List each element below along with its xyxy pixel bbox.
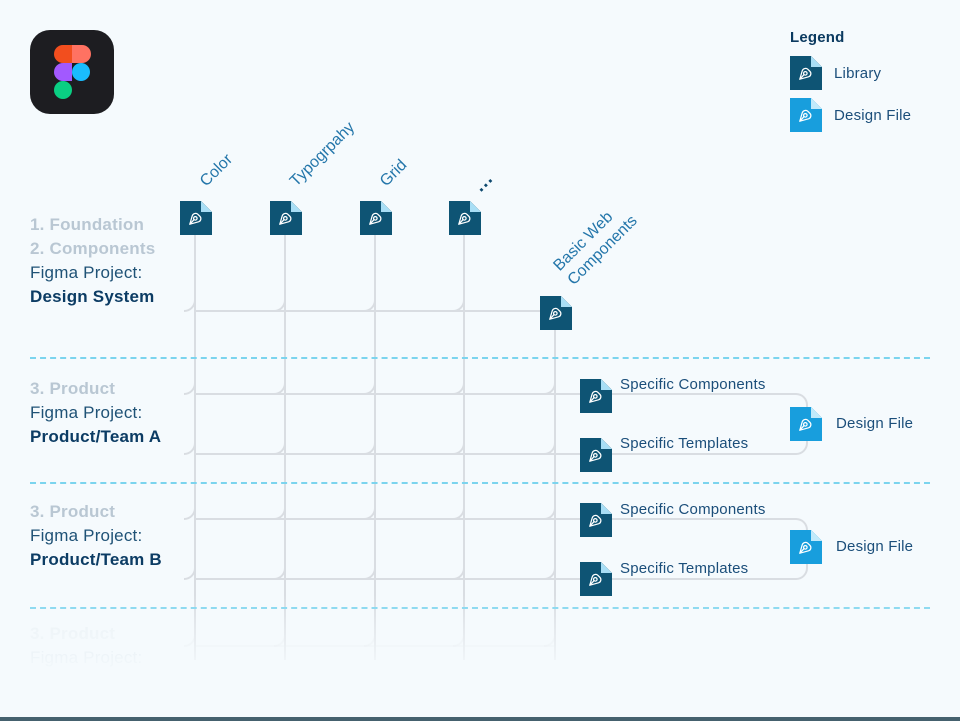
legend-title: Legend	[790, 29, 845, 46]
basic-web-components-label: Basic Web Components	[550, 198, 642, 290]
pen-nib-icon	[796, 105, 816, 125]
legend-library-label: Library	[834, 65, 882, 82]
bottom-fade-overlay	[0, 595, 960, 721]
team-a-specific-templates-label: Specific Templates	[620, 435, 749, 452]
legend-design-file-icon	[790, 98, 822, 132]
section-divider-3	[30, 607, 930, 609]
project-name-team-b: Product/Team B	[30, 550, 162, 569]
project-label-team-a: Figma Project:	[30, 403, 143, 422]
pen-nib-icon	[796, 63, 816, 83]
team-b-specific-components-label: Specific Components	[620, 501, 766, 518]
team-b-design-file-label: Design File	[836, 538, 914, 555]
library-icon-color	[180, 201, 212, 235]
pen-nib-icon	[586, 569, 606, 589]
figma-logo-icon	[30, 30, 114, 114]
team-b-specific-templates-label: Specific Templates	[620, 560, 749, 577]
connector-vline-basic-web	[554, 329, 556, 660]
pen-nib-icon	[796, 537, 816, 557]
team-a-specific-components-label: Specific Components	[620, 376, 766, 393]
project-label-design-system: Figma Project:	[30, 263, 143, 282]
section-design-system: 1. Foundation 2. Components Figma Projec…	[30, 213, 155, 309]
column-label-typography: Typogrpahy	[286, 118, 359, 190]
section-divider-1	[30, 357, 930, 359]
team-a-design-file-icon	[790, 407, 822, 441]
team-a-specific-components-icon	[580, 379, 612, 413]
team-b-specific-components-icon	[580, 503, 612, 537]
project-label-team-b: Figma Project:	[30, 526, 143, 545]
pen-nib-icon	[586, 510, 606, 530]
section-divider-2	[30, 482, 930, 484]
figma-logo-marks	[53, 44, 91, 100]
pen-nib-icon	[586, 445, 606, 465]
pen-nib-icon	[366, 208, 386, 228]
column-label-more: ...	[469, 167, 498, 197]
connector-hline-faded	[194, 645, 556, 647]
pen-nib-icon	[186, 208, 206, 228]
step-foundation: 1. Foundation	[30, 215, 145, 234]
section-faded: 3. Product Figma Project:	[30, 622, 142, 670]
team-a-design-file-label: Design File	[836, 415, 914, 432]
pen-nib-icon	[276, 208, 296, 228]
team-b-specific-templates-icon	[580, 562, 612, 596]
project-name-design-system: Design System	[30, 287, 155, 306]
legend-design-file-label: Design File	[834, 107, 912, 124]
section-team-a: 3. Product Figma Project: Product/Team A	[30, 377, 161, 449]
pen-nib-icon	[546, 303, 566, 323]
section-team-b: 3. Product Figma Project: Product/Team B	[30, 500, 162, 572]
pen-nib-icon	[796, 414, 816, 434]
step-product-b: 3. Product	[30, 502, 116, 521]
project-name-team-a: Product/Team A	[30, 427, 162, 446]
step-components: 2. Components	[30, 239, 156, 258]
pen-nib-icon	[455, 208, 475, 228]
library-icon-grid	[360, 201, 392, 235]
library-icon-more	[449, 201, 481, 235]
pen-nib-icon	[586, 386, 606, 406]
step-product-faded: 3. Product	[30, 624, 116, 643]
project-label-faded: Figma Project:	[30, 648, 143, 667]
bottom-bar	[0, 717, 960, 721]
column-label-color: Color	[196, 150, 237, 190]
team-b-design-file-icon	[790, 530, 822, 564]
column-label-grid: Grid	[376, 156, 411, 190]
legend-library-icon	[790, 56, 822, 90]
library-icon-typography	[270, 201, 302, 235]
step-product-a: 3. Product	[30, 379, 116, 398]
library-icon-basic-web-components	[540, 296, 572, 330]
